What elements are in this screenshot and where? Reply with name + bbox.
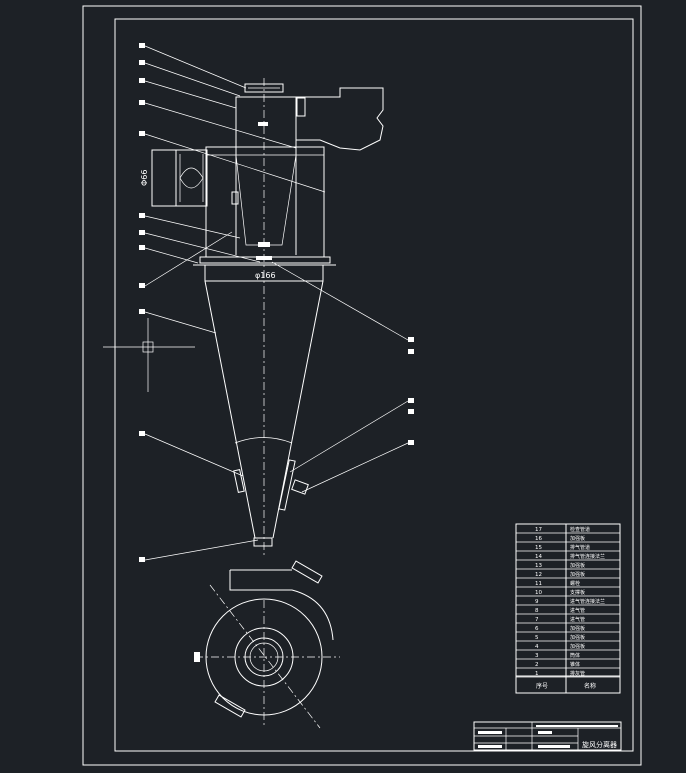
parts-row-no: 5 <box>535 635 539 641</box>
front-view: Φ66 φ166 <box>103 43 414 562</box>
parts-row-no: 14 <box>535 554 542 560</box>
drawing-title: 旋风分离器 <box>582 740 617 749</box>
parts-row-name: 螺栓 <box>570 580 580 587</box>
parts-row-no: 13 <box>535 563 542 569</box>
parts-row-name: 进气管连接法兰 <box>570 598 605 605</box>
parts-row-no: 11 <box>535 581 542 587</box>
parts-row-name: 进气管 <box>570 607 585 614</box>
parts-row-name: 排灰管 <box>570 670 585 677</box>
inlet-dimension: Φ66 <box>140 170 149 186</box>
parts-row-name: 加强板 <box>570 634 585 641</box>
parts-row-no: 1 <box>535 671 539 677</box>
title-block: 旋风分离器 <box>473 721 622 751</box>
parts-row-name: 筒体 <box>570 652 580 659</box>
parts-row-name: 检查管道 <box>570 526 590 533</box>
parts-row-name: 锥体 <box>570 661 580 668</box>
bottom-diameter-label: φ166 <box>255 271 276 280</box>
parts-header-name: 名称 <box>584 682 596 690</box>
sheet-outer-border <box>82 5 642 766</box>
parts-row-no: 17 <box>535 527 542 533</box>
parts-row-name: 支撑板 <box>570 589 585 596</box>
parts-row-no: 12 <box>535 572 542 578</box>
parts-row-name: 加强板 <box>570 625 585 632</box>
parts-row-name: 加强板 <box>570 571 585 578</box>
parts-row-no: 6 <box>535 626 539 632</box>
parts-row-no: 8 <box>535 608 539 614</box>
parts-row-name: 加强板 <box>570 535 585 542</box>
parts-row-name: 加强板 <box>570 562 585 569</box>
top-view <box>194 560 340 729</box>
parts-row-no: 3 <box>535 653 539 659</box>
parts-row-name: 排气管道 <box>570 544 590 551</box>
parts-row-no: 7 <box>535 617 539 623</box>
parts-row-no: 16 <box>535 536 542 542</box>
parts-row-name: 进气管 <box>570 616 585 623</box>
parts-row-no: 2 <box>535 662 539 668</box>
parts-row-no: 15 <box>535 545 542 551</box>
parts-row-name: 排气管连接法兰 <box>570 553 605 560</box>
parts-row-no: 4 <box>535 644 539 650</box>
parts-row-no: 9 <box>535 599 539 605</box>
parts-row-no: 10 <box>535 590 542 596</box>
parts-header-no: 序号 <box>536 682 548 690</box>
parts-row-name: 加强板 <box>570 643 585 650</box>
sheet-inner-border <box>114 18 634 752</box>
